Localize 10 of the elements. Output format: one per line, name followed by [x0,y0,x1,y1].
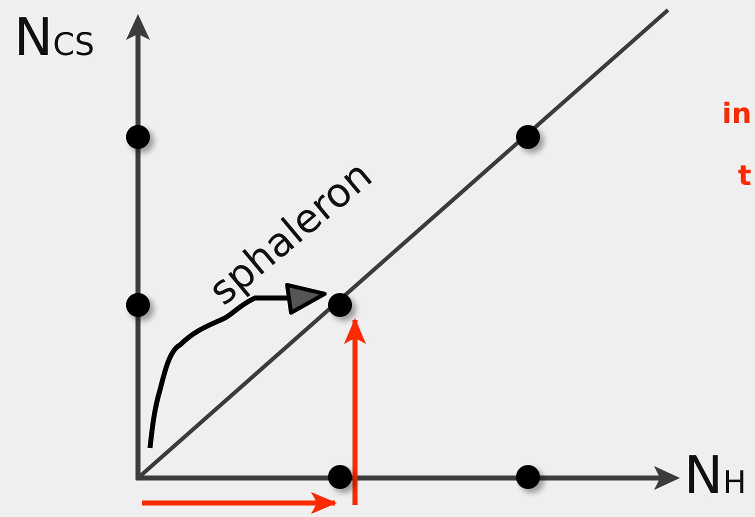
arrow [344,318,366,505]
curved-arrow [148,282,327,448]
arrow [142,492,337,514]
lattice-point [126,125,150,149]
lattice-point [516,125,540,149]
note-text: in [722,100,752,128]
note-text: t [738,162,752,190]
lattice-point [516,465,540,489]
lattice-point [328,465,352,489]
lattice-point [126,293,150,317]
